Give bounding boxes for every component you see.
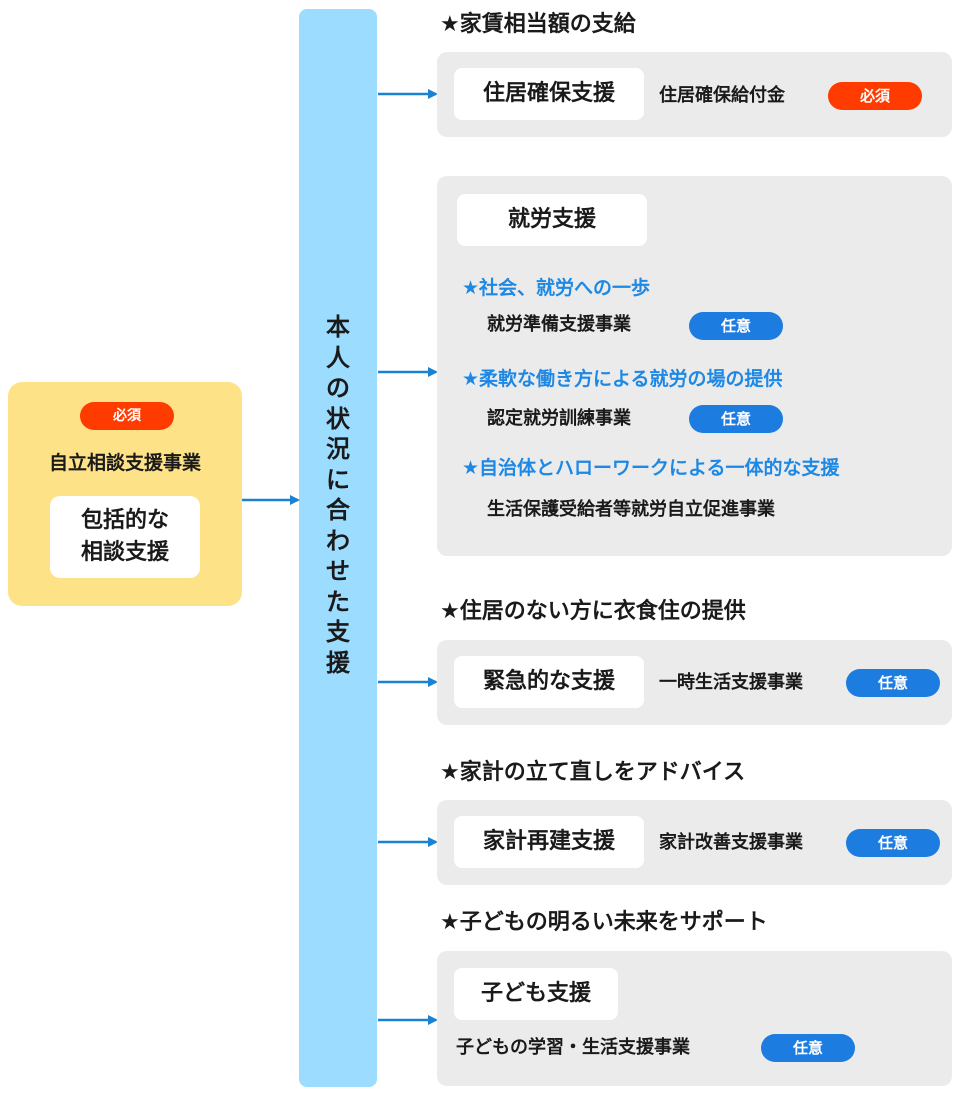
employment-subheading-first-step: ★社会、就労への一歩 xyxy=(462,277,651,299)
emergency-support-box: 緊急的な支援 xyxy=(454,656,644,708)
household-support-box: 家計再建支援 xyxy=(454,816,644,868)
group-heading-children: ★子どもの明るい未来をサポート xyxy=(440,910,768,935)
emergency-program-label: 一時生活支援事業 xyxy=(659,672,803,693)
employment-support-box: 就労支援 xyxy=(457,194,647,246)
optional-badge: 任意 xyxy=(846,829,940,857)
employment-program-training: 認定就労訓練事業 xyxy=(487,408,631,429)
employment-subheading-hellowork: ★自治体とハローワークによる一体的な支援 xyxy=(462,457,840,479)
support-column xyxy=(299,9,377,1087)
household-program-label: 家計改善支援事業 xyxy=(659,832,803,853)
employment-subheading-flexible: ★柔軟な働き方による就労の場の提供 xyxy=(462,368,783,390)
comprehensive-consultation-box xyxy=(50,496,200,578)
housing-program-label: 住居確保給付金 xyxy=(659,85,785,106)
employment-program-welfare: 生活保護受給者等就労自立促進事業 xyxy=(487,499,775,520)
housing-support-box: 住居確保支援 xyxy=(454,68,644,120)
comprehensive-consultation-label: 包括的な 相談支援 xyxy=(80,508,169,565)
required-badge: 必須 xyxy=(80,402,174,430)
group-heading-emergency: ★住居のない方に衣食住の提供 xyxy=(440,599,746,624)
children-program-label: 子どもの学習・生活支援事業 xyxy=(456,1037,690,1058)
support-column-label: 本 人 の 状 況 に 合 わ せ た 支 援 xyxy=(326,313,350,677)
group-heading-housing: ★家賃相当額の支給 xyxy=(440,12,636,37)
left-box-title: 自立相談支援事業 xyxy=(48,452,201,474)
children-support-box: 子ども支援 xyxy=(454,968,618,1020)
optional-badge: 任意 xyxy=(846,669,940,697)
group-heading-household: ★家計の立て直しをアドバイス xyxy=(440,760,746,785)
optional-badge: 任意 xyxy=(689,312,783,340)
optional-badge: 任意 xyxy=(689,405,783,433)
optional-badge: 任意 xyxy=(761,1034,855,1062)
employment-program-preparation: 就労準備支援事業 xyxy=(487,314,631,335)
required-badge: 必須 xyxy=(828,82,922,110)
